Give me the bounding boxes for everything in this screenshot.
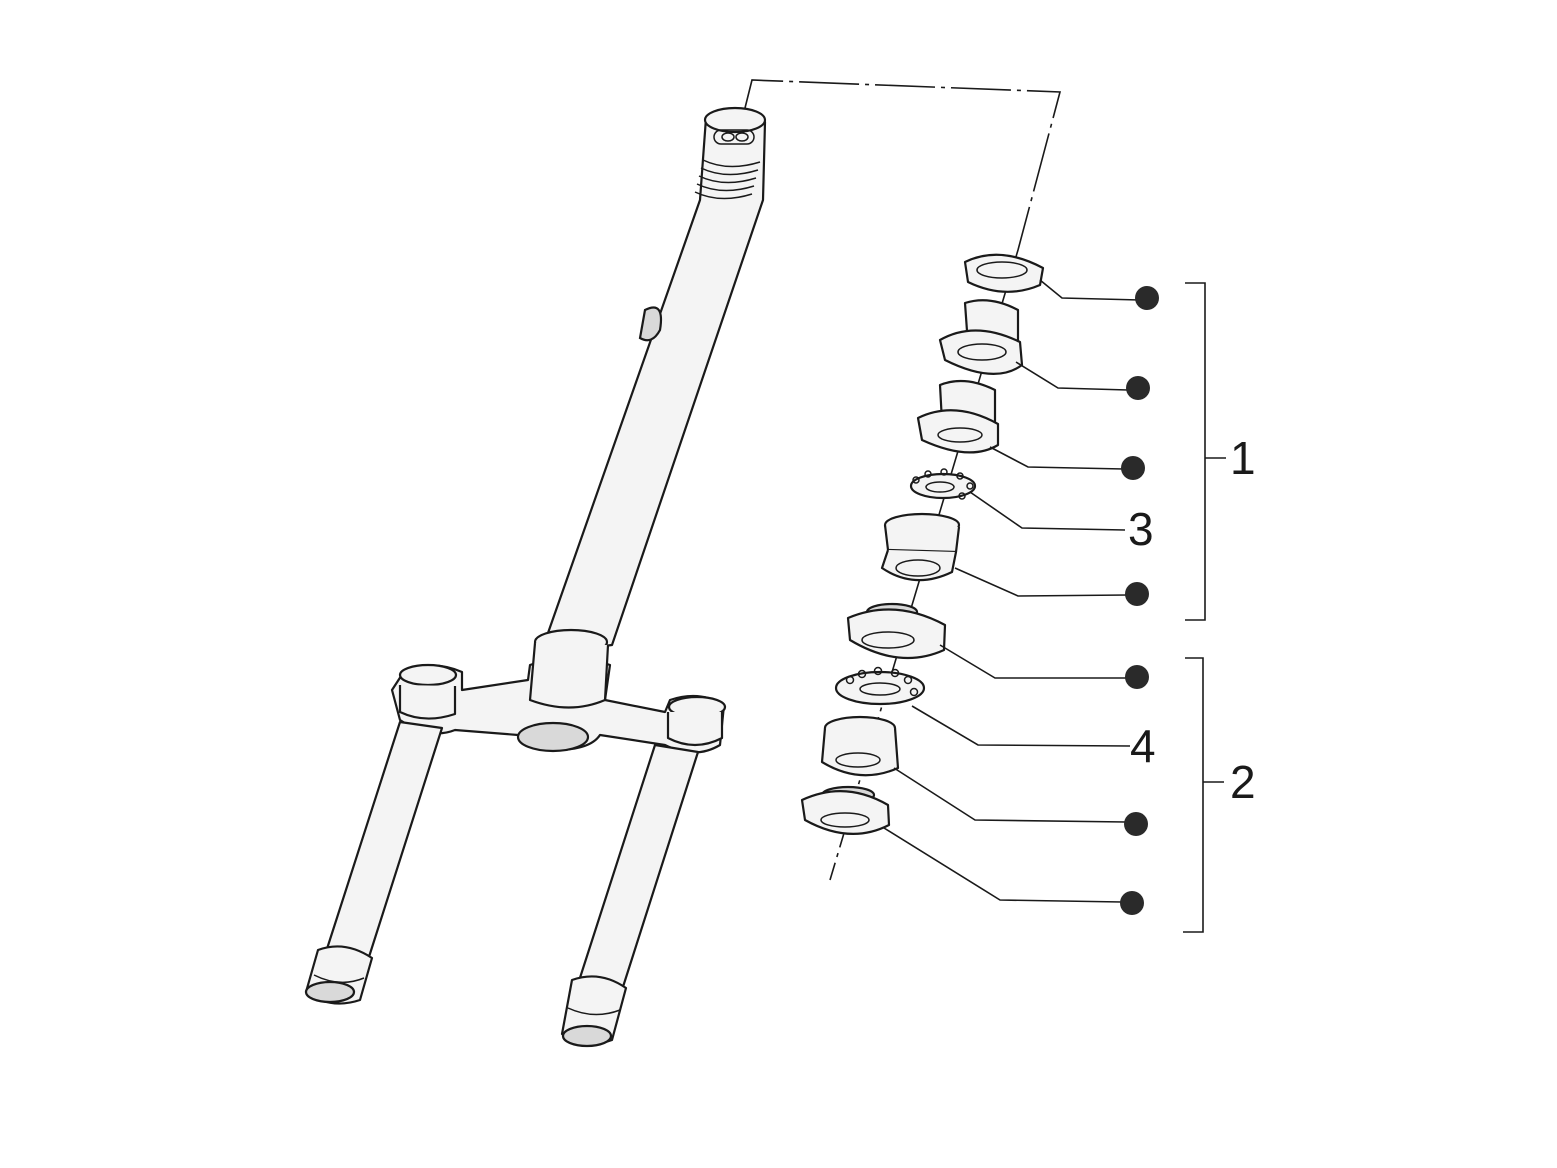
- column-threads: [694, 159, 761, 200]
- lower-cup: [820, 715, 900, 777]
- callout-ball-cage-lower: 4: [1130, 720, 1156, 772]
- left-fork-leg: [323, 720, 444, 962]
- right-fork-leg: [576, 743, 700, 992]
- dot-marker: [1124, 812, 1148, 836]
- callout-ball-cage-upper: 3: [1128, 503, 1154, 555]
- callout-group-2: 2: [1230, 756, 1256, 808]
- dot-marker: [1125, 582, 1149, 606]
- bearing-stack: [800, 253, 1045, 835]
- steering-fork: [304, 106, 767, 1048]
- dot-marker: [1121, 456, 1145, 480]
- dot-marker: [1125, 665, 1149, 689]
- steering-column: [546, 111, 767, 648]
- upper-nut: [938, 299, 1024, 375]
- alignment-line: [744, 79, 1062, 881]
- dot-marker: [1135, 286, 1159, 310]
- lock-ring: [963, 253, 1045, 293]
- leader-lines: [883, 279, 1141, 903]
- upper-cup: [880, 512, 961, 582]
- dot-markers: [1120, 286, 1159, 915]
- lower-ball-cage: [834, 666, 926, 706]
- dot-marker: [1120, 891, 1144, 915]
- bottom-race: [800, 785, 891, 835]
- upper-ball-cage: [909, 468, 977, 500]
- lower-nut: [916, 379, 1000, 454]
- dot-marker: [1126, 376, 1150, 400]
- upper-race: [846, 602, 947, 660]
- callout-group-1: 1: [1230, 432, 1256, 484]
- bracket-group-1: [1185, 282, 1226, 621]
- bracket-group-2: [1183, 657, 1224, 933]
